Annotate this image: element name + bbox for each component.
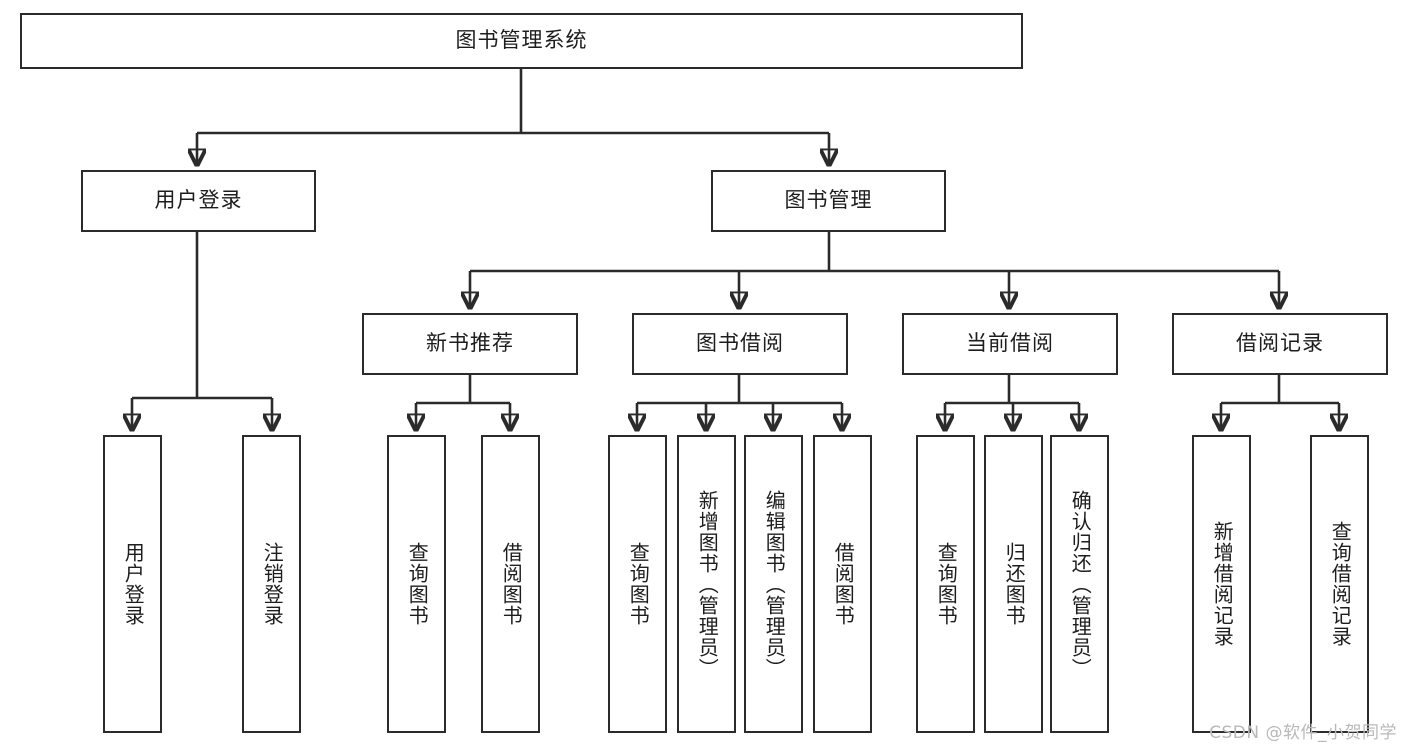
node-label: 查询图书	[405, 542, 430, 626]
leaf-recommend-borrow-book[interactable]: 借阅图书	[481, 435, 540, 733]
node-label: 新书推荐	[426, 331, 514, 356]
leaf-borrow-edit-book-admin[interactable]: 编辑图书（管理员）	[744, 435, 803, 733]
node-label: 新增借阅记录	[1210, 521, 1235, 647]
node-book-management[interactable]: 图书管理	[711, 170, 946, 232]
node-book-borrow[interactable]: 图书借阅	[632, 313, 848, 375]
node-label: 借阅图书	[499, 542, 524, 626]
node-label: 查询图书	[626, 542, 651, 626]
node-user-login[interactable]: 用户登录	[81, 170, 316, 232]
leaf-record-add-borrow-record[interactable]: 新增借阅记录	[1192, 435, 1251, 733]
node-label: 用户登录	[154, 188, 243, 213]
node-label: 新增图书（管理员）	[695, 489, 720, 679]
node-label: 查询图书	[934, 542, 959, 626]
node-label: 图书借阅	[696, 331, 784, 356]
node-root-book-management-system[interactable]: 图书管理系统	[20, 13, 1023, 69]
node-label: 确认归还（管理员）	[1068, 489, 1093, 679]
leaf-user-logout[interactable]: 注销登录	[242, 435, 301, 733]
leaf-recommend-query-book[interactable]: 查询图书	[387, 435, 446, 733]
leaf-borrow-query-book[interactable]: 查询图书	[608, 435, 667, 733]
node-label: 图书管理系统	[455, 28, 588, 53]
watermark: CSDN @软件_小贺同学	[1209, 723, 1397, 743]
node-label: 图书管理	[784, 188, 873, 213]
leaf-current-confirm-return-admin[interactable]: 确认归还（管理员）	[1050, 435, 1109, 733]
node-new-book-recommend[interactable]: 新书推荐	[362, 313, 578, 375]
node-label: 注销登录	[260, 542, 285, 626]
leaf-borrow-add-book-admin[interactable]: 新增图书（管理员）	[677, 435, 736, 733]
node-label: 当前借阅	[966, 331, 1054, 356]
node-label: 查询借阅记录	[1328, 521, 1353, 647]
node-borrow-record[interactable]: 借阅记录	[1172, 313, 1388, 375]
leaf-borrow-borrow-book[interactable]: 借阅图书	[813, 435, 872, 733]
leaf-record-query-borrow-record[interactable]: 查询借阅记录	[1310, 435, 1369, 733]
node-label: 借阅图书	[831, 542, 856, 626]
node-label: 用户登录	[121, 542, 146, 626]
node-current-borrow[interactable]: 当前借阅	[902, 313, 1118, 375]
node-label: 借阅记录	[1236, 331, 1324, 356]
leaf-current-return-book[interactable]: 归还图书	[984, 435, 1043, 733]
node-label: 归还图书	[1002, 542, 1027, 626]
node-label: 编辑图书（管理员）	[762, 489, 787, 679]
leaf-user-login[interactable]: 用户登录	[103, 435, 162, 733]
leaf-current-query-book[interactable]: 查询图书	[916, 435, 975, 733]
